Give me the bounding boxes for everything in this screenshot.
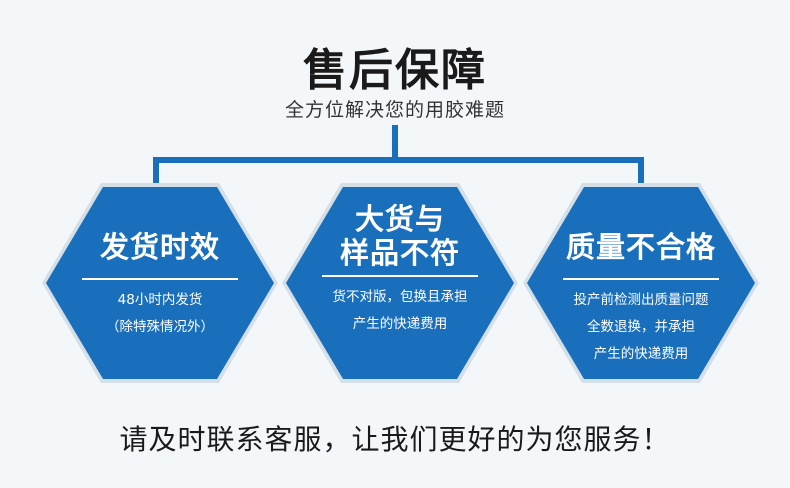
card-mismatch-shape: 大货与 样品不符 货不对版，包换且承担 产生的快递费用 (286, 187, 514, 379)
card-mismatch-title-1: 大货与 (354, 202, 445, 236)
card-mismatch-divider (322, 275, 478, 277)
card-quality-title: 质量不合格 (565, 230, 716, 264)
card-mismatch: 大货与 样品不符 货不对版，包换且承担 产生的快递费用 (282, 183, 518, 383)
card-delivery-divider (82, 278, 238, 280)
card-quality-divider (563, 278, 719, 280)
page-subtitle: 全方位解决您的用胶难题 (284, 99, 505, 121)
card-delivery-text-2: （除特殊情况外） (106, 319, 214, 335)
card-quality-shape: 质量不合格 投产前检测出质量问题 全数退换，并承担 产生的快递费用 (527, 187, 755, 379)
card-mismatch-text-2: 产生的快递费用 (352, 316, 448, 332)
card-mismatch-text-1: 货不对版，包换且承担 (332, 289, 468, 305)
card-quality-text-2: 全数退换，并承担 (587, 319, 695, 335)
card-quality-text-3: 产生的快递费用 (593, 346, 689, 362)
card-delivery-shape: 发货时效 48小时内发货 （除特殊情况外） (46, 187, 274, 379)
footer-message: 请及时联系客服，让我们更好的为您服务！ (119, 423, 671, 456)
card-delivery-title: 发货时效 (99, 230, 220, 264)
page-title: 售后保障 (303, 45, 487, 96)
card-mismatch-title-2: 样品不符 (339, 236, 460, 270)
card-delivery-text-1: 48小时内发货 (117, 292, 203, 308)
card-quality-text-1: 投产前检测出质量问题 (573, 292, 709, 308)
